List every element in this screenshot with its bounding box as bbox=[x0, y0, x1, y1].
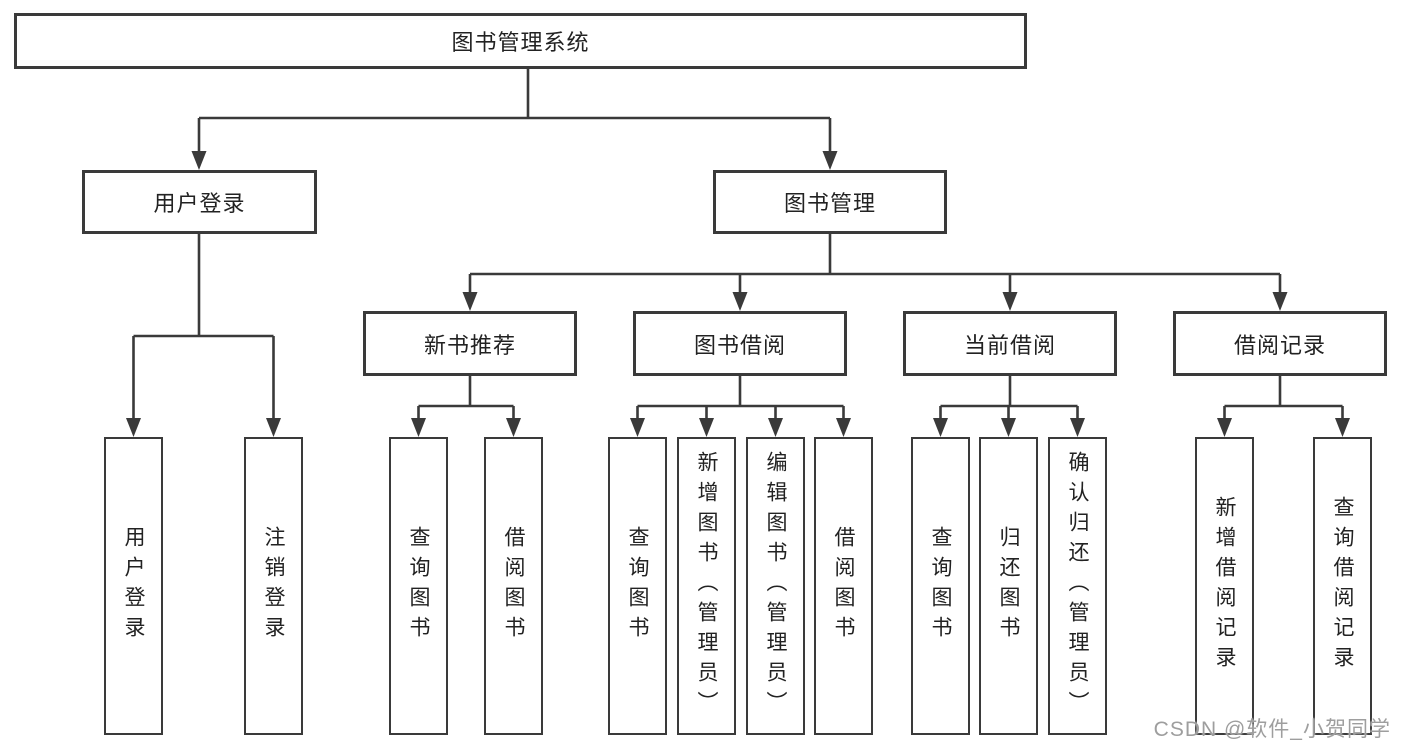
node-borrow-records-label: 借阅记录 bbox=[1233, 332, 1326, 358]
leaf-query-borrow-record: 查询借阅记录 bbox=[1313, 437, 1372, 735]
node-new-book-recommend-label: 新书推荐 bbox=[423, 332, 516, 358]
arrowheads bbox=[126, 151, 1350, 437]
leaf-query-borrow-record-label: 查询借阅记录 bbox=[1331, 496, 1354, 676]
leaf-borrow-books-label: 借阅图书 bbox=[832, 526, 855, 646]
node-new-book-recommend: 新书推荐 bbox=[363, 311, 577, 376]
leaf-edit-books-admin: 编辑图书（管理员） bbox=[746, 437, 805, 735]
leaf-user-login-label: 用户登录 bbox=[122, 526, 145, 646]
leaf-query-books-borrow: 查询图书 bbox=[608, 437, 667, 735]
node-book-borrow-label: 图书借阅 bbox=[693, 332, 786, 358]
leaf-logout-label: 注销登录 bbox=[262, 526, 285, 646]
node-root-label: 图书管理系统 bbox=[451, 30, 590, 55]
leaf-user-login: 用户登录 bbox=[104, 437, 163, 735]
leaf-edit-books-admin-label: 编辑图书（管理员） bbox=[764, 451, 787, 721]
leaf-borrow-books-recommend: 借阅图书 bbox=[484, 437, 543, 735]
node-root: 图书管理系统 bbox=[14, 13, 1027, 69]
connector-lines bbox=[132, 69, 1344, 418]
node-borrow-records: 借阅记录 bbox=[1173, 311, 1387, 376]
leaf-add-books-admin: 新增图书（管理员） bbox=[677, 437, 736, 735]
leaf-add-borrow-record-label: 新增借阅记录 bbox=[1213, 496, 1236, 676]
node-user-login-label: 用户登录 bbox=[153, 191, 246, 216]
leaf-query-books-current-label: 查询图书 bbox=[929, 526, 952, 646]
leaf-add-books-admin-label: 新增图书（管理员） bbox=[695, 451, 718, 721]
leaf-return-books: 归还图书 bbox=[979, 437, 1038, 735]
leaf-query-books-borrow-label: 查询图书 bbox=[626, 526, 649, 646]
leaf-confirm-return-admin: 确认归还（管理员） bbox=[1048, 437, 1107, 735]
node-current-borrow: 当前借阅 bbox=[903, 311, 1117, 376]
leaf-query-books-recommend: 查询图书 bbox=[389, 437, 448, 735]
leaf-logout: 注销登录 bbox=[244, 437, 303, 735]
leaf-add-borrow-record: 新增借阅记录 bbox=[1195, 437, 1254, 735]
node-book-borrow: 图书借阅 bbox=[633, 311, 847, 376]
leaf-borrow-books: 借阅图书 bbox=[814, 437, 873, 735]
watermark: CSDN @软件_小贺同学 bbox=[1153, 718, 1391, 741]
leaf-borrow-books-recommend-label: 借阅图书 bbox=[502, 526, 525, 646]
leaf-query-books-recommend-label: 查询图书 bbox=[407, 526, 430, 646]
node-book-management-label: 图书管理 bbox=[783, 191, 876, 216]
node-user-login: 用户登录 bbox=[82, 170, 317, 234]
leaf-query-books-current: 查询图书 bbox=[911, 437, 970, 735]
node-current-borrow-label: 当前借阅 bbox=[963, 332, 1056, 358]
leaf-return-books-label: 归还图书 bbox=[997, 526, 1020, 646]
node-book-management: 图书管理 bbox=[713, 170, 947, 234]
leaf-confirm-return-admin-label: 确认归还（管理员） bbox=[1066, 451, 1089, 721]
